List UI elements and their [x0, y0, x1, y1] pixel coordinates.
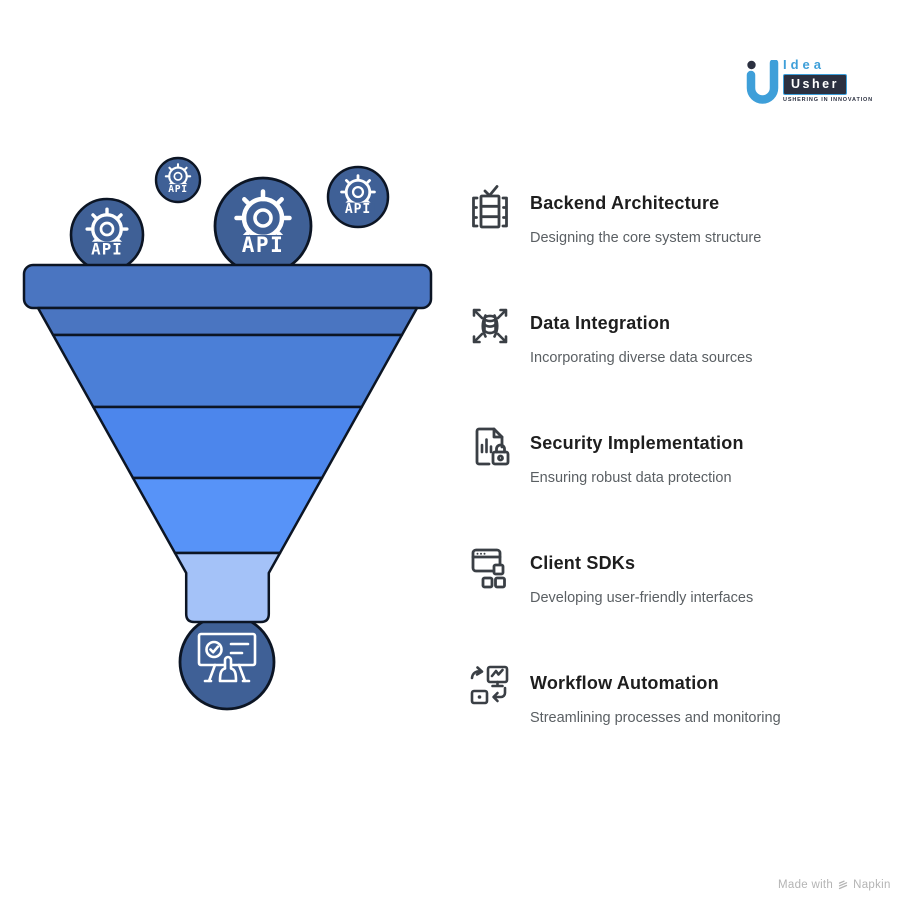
idea-usher-logo-mark-icon: [746, 60, 779, 104]
funnel-stage-3: [92, 405, 363, 480]
funnel-stage-2: [51, 333, 404, 409]
logo-text-block: Idea Usher USHERING IN INNOVATION: [783, 58, 873, 103]
napkin-brand-label: Napkin: [853, 879, 891, 891]
window-widgets-icon: [471, 548, 506, 589]
logo-brand-bottom: Usher: [783, 74, 847, 95]
server-stack-check-icon: [472, 185, 508, 229]
api-circle-small: [154, 156, 202, 204]
feature-data-integration: Data Integration Incorporating diverse d…: [466, 300, 906, 400]
automation-flow-icon: [470, 665, 509, 705]
funnel-stage-4: [131, 476, 324, 555]
feature-subtitle: Incorporating diverse data sources: [530, 350, 753, 366]
made-with-napkin: Made with Napkin: [778, 879, 891, 891]
made-with-label: Made with: [778, 879, 834, 891]
feature-subtitle: Ensuring robust data protection: [530, 470, 732, 486]
document-lock-icon: [475, 427, 510, 466]
feature-client-sdks: Client SDKs Developing user-friendly int…: [466, 540, 906, 640]
delivery-circle: [178, 613, 276, 711]
presentation-board-icon: [197, 632, 257, 683]
funnel-stage-1: [36, 306, 419, 337]
napkin-logo-icon: [838, 880, 848, 890]
logo-brand-top: Idea: [783, 57, 826, 72]
database-arrows-icon: [472, 308, 508, 344]
feature-subtitle: Developing user-friendly interfaces: [530, 590, 754, 606]
funnel-rim: [22, 263, 433, 310]
feature-subtitle: Designing the core system structure: [530, 230, 762, 246]
feature-workflow-automation: Workflow Automation Streamlining process…: [466, 660, 906, 760]
api-circle-right: [326, 165, 390, 229]
idea-usher-logo: Idea Usher USHERING IN INNOVATION: [746, 58, 872, 106]
api-circle-center: [213, 176, 313, 276]
funnel-shape: [22, 263, 433, 624]
api-circle-left: [69, 197, 145, 273]
feature-title: Backend Architecture: [530, 193, 720, 213]
funnel-spout: [173, 551, 282, 624]
feature-security-implementation: Security Implementation Ensuring robust …: [466, 420, 906, 520]
feature-subtitle: Streamlining processes and monitoring: [530, 710, 781, 726]
feature-title: Client SDKs: [530, 553, 636, 573]
logo-tagline: USHERING IN INNOVATION: [783, 97, 873, 103]
feature-title: Security Implementation: [530, 433, 744, 453]
feature-title: Data Integration: [530, 313, 671, 333]
api-funnel-diagram: API: [22, 156, 433, 711]
feature-title: Workflow Automation: [530, 673, 719, 693]
feature-backend-architecture: Backend Architecture Designing the core …: [466, 180, 906, 280]
